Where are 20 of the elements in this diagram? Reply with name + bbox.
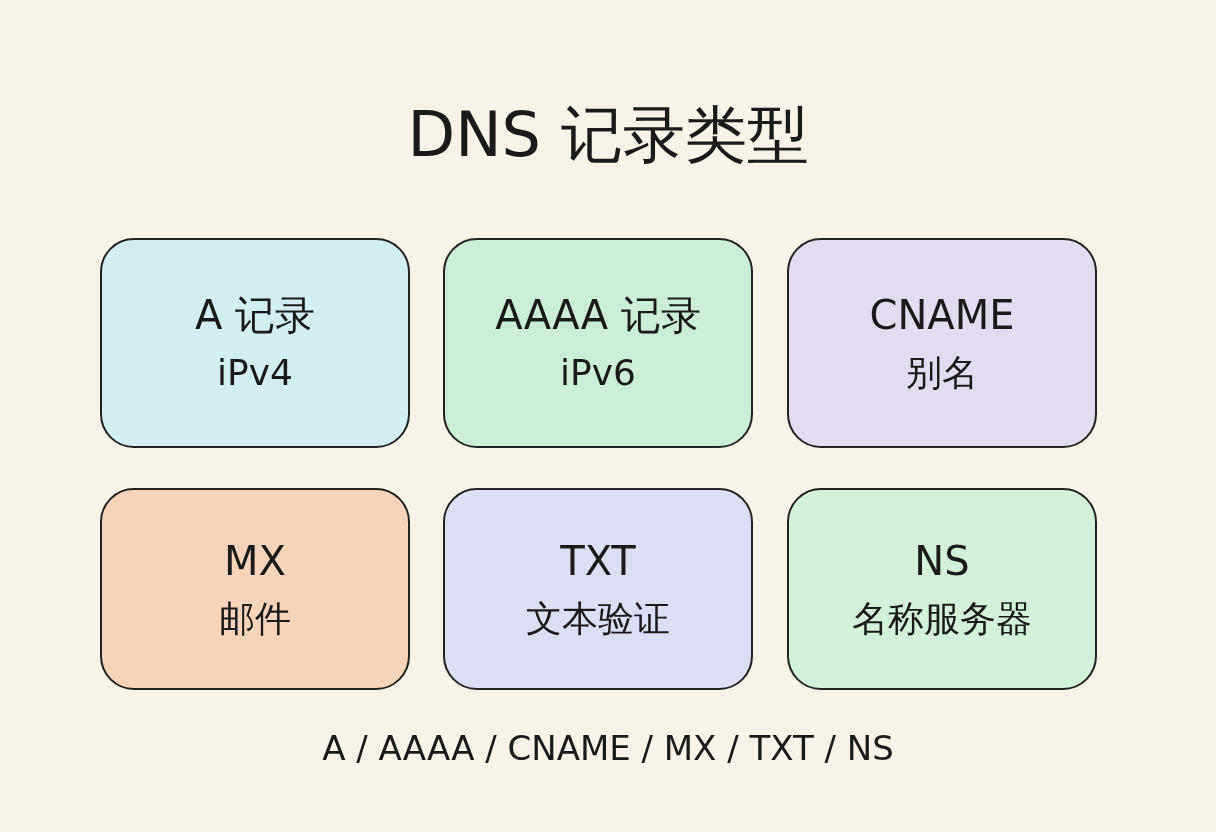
record-type: CNAME <box>869 292 1015 339</box>
record-card <box>100 488 410 690</box>
record-description: 邮件 <box>219 598 291 640</box>
record-type: AAAA 记录 <box>495 292 701 339</box>
record-description: 名称服务器 <box>852 598 1032 640</box>
record-type: MX <box>224 538 286 585</box>
record-description: iPv6 <box>560 352 636 394</box>
record-type: A 记录 <box>194 292 316 339</box>
record-card <box>787 238 1097 448</box>
record-description: 文本验证 <box>526 598 670 640</box>
record-description: iPv4 <box>217 352 293 394</box>
record-card <box>443 488 753 690</box>
record-description: 别名 <box>906 352 978 394</box>
record-card <box>100 238 410 448</box>
title: DNS 记录类型 <box>406 98 810 173</box>
record-card <box>787 488 1097 690</box>
record-card <box>443 238 753 448</box>
record-type: NS <box>914 538 970 585</box>
record-list-text: A / AAAA / CNAME / MX / TXT / NS <box>321 728 895 768</box>
record-type: TXT <box>560 538 636 585</box>
